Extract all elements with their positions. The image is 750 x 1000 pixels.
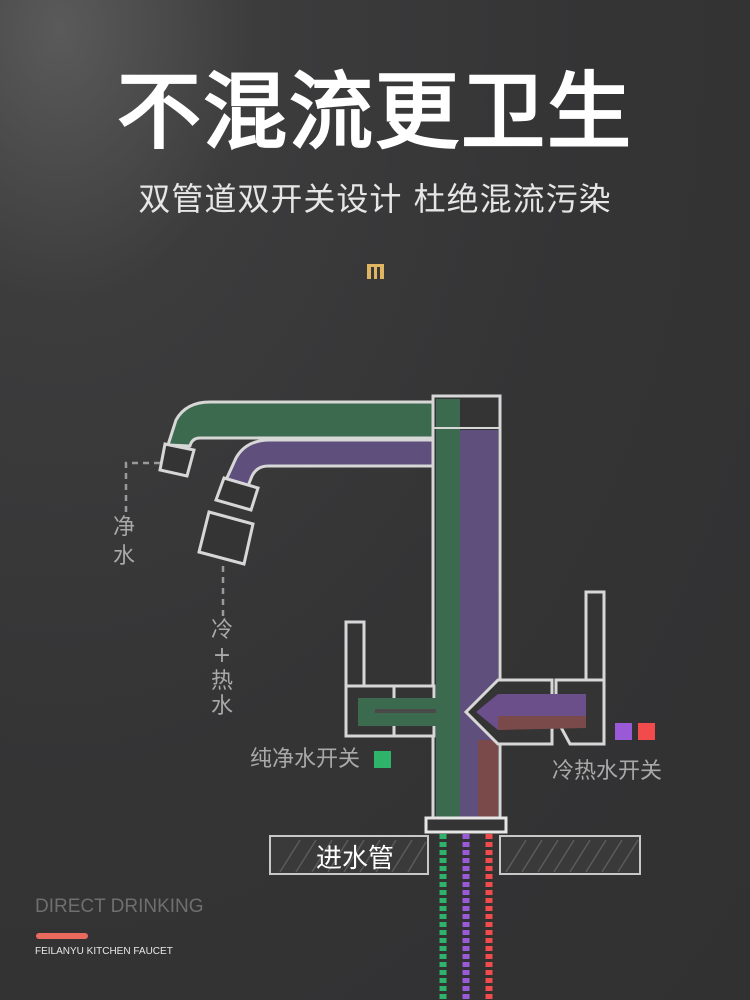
- counter-right: [499, 835, 641, 875]
- green-marker: [374, 751, 391, 768]
- mixed-water-label: 冷 + 热 水: [210, 618, 233, 719]
- ornament-icon: [367, 264, 384, 279]
- pure-water-leader: [124, 461, 160, 512]
- pure-switch-label: 纯净水开关: [250, 747, 361, 772]
- mixed-water-aerator-top: [214, 476, 260, 512]
- page-subtitle: 双管道双开关设计 杜绝混流污染: [138, 180, 612, 218]
- hot-water-channel: [478, 740, 498, 817]
- page-title: 不混流更卫生: [116, 63, 633, 161]
- pure-water-nozzle: [158, 442, 196, 478]
- pure-water-label: 净 水: [112, 515, 135, 569]
- red-marker: [638, 723, 655, 740]
- faucet-base: [424, 816, 508, 834]
- brand-accent-bar: [36, 933, 88, 939]
- purple-marker: [615, 723, 632, 740]
- mixed-water-aerator: [197, 510, 255, 566]
- pure-switch-lever: [344, 620, 366, 690]
- inlet-pipe-label: 进水管: [315, 844, 394, 874]
- counter-left: [269, 835, 429, 875]
- hot-cold-switch-label: 冷热水开关: [552, 759, 663, 784]
- pure-water-channel: [436, 399, 460, 817]
- brand-name: FEILANYU KITCHEN FAUCET: [35, 946, 173, 957]
- mixed-water-spout: [224, 438, 438, 488]
- brand-tagline: DIRECT DRINKING: [35, 896, 204, 917]
